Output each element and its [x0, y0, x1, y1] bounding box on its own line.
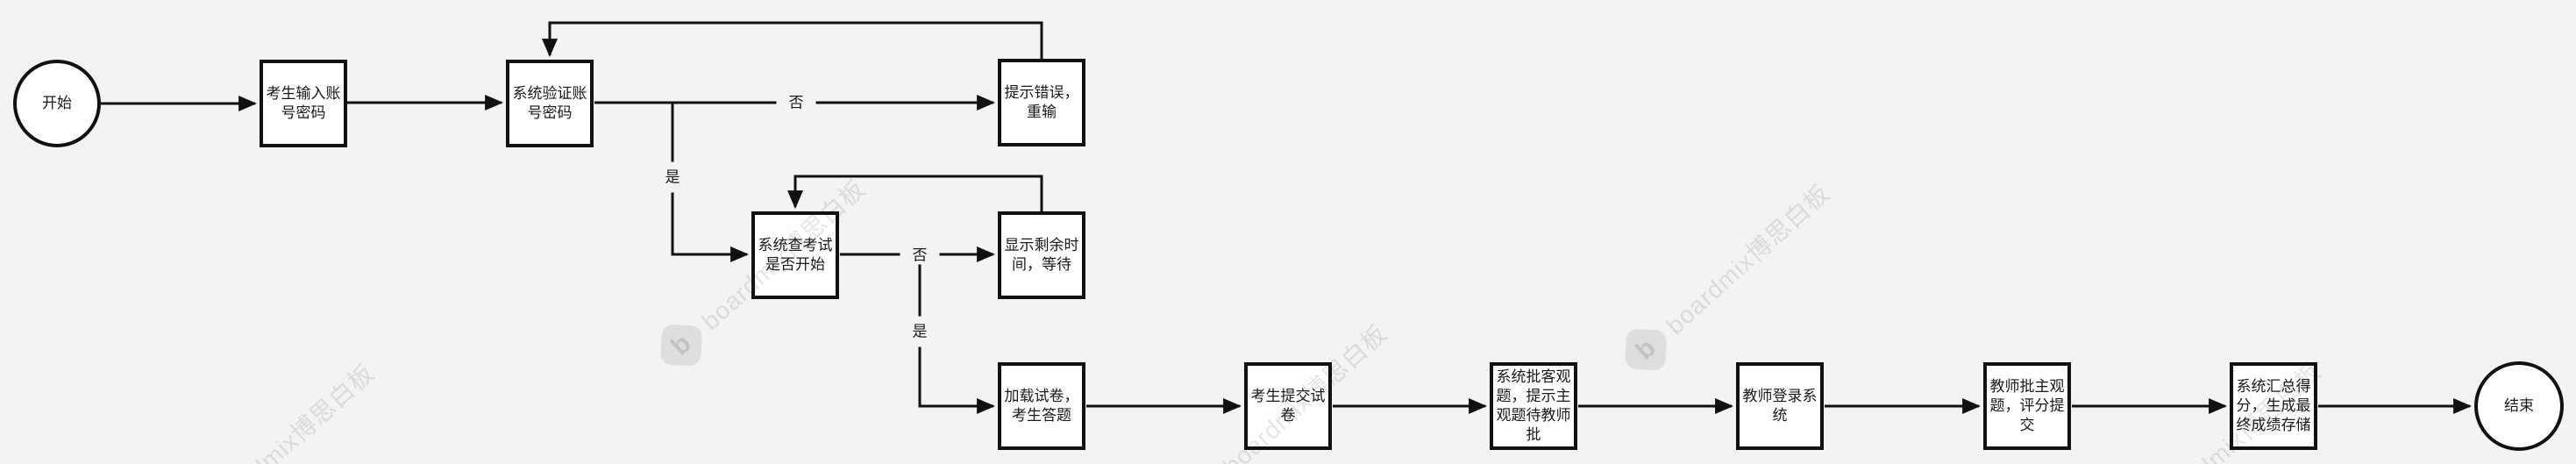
node-show-remaining-time[interactable]: 显示剩余时间，等待 [998, 211, 1085, 299]
node-teacher-grade[interactable]: 教师批主观题，评分提交 [1983, 362, 2071, 450]
node-auto-grade[interactable]: 系统批客观题，提示主观题待教师批 [1490, 362, 1577, 450]
edge-error-loop-to-verify[interactable] [542, 21, 1043, 59]
node-end[interactable]: 结束 [2474, 361, 2564, 451]
edge-label-started-yes[interactable]: 是 [910, 316, 929, 347]
edge-wait-loop-to-check[interactable] [787, 175, 1043, 211]
node-aggregate-score[interactable]: 系统汇总得分，生成最终成绩存储 [2230, 362, 2317, 450]
edge-label-verify-no[interactable]: 否 [776, 93, 816, 112]
edge-verify-yes-to-check[interactable] [671, 103, 750, 262]
node-check-exam-started[interactable]: 系统查考试是否开始 [751, 211, 839, 299]
node-enter-credentials[interactable]: 考生输入账号密码 [260, 60, 347, 147]
node-prompt-error[interactable]: 提示错误，重输 [998, 59, 1085, 146]
node-submit-paper[interactable]: 考生提交试卷 [1244, 362, 1332, 450]
node-teacher-login[interactable]: 教师登录系统 [1736, 362, 1824, 450]
node-verify-credentials[interactable]: 系统验证账号密码 [506, 60, 594, 147]
edge-label-started-no[interactable]: 否 [900, 246, 940, 265]
node-load-paper[interactable]: 加载试卷，考生答题 [998, 362, 1085, 450]
node-start[interactable]: 开始 [13, 60, 101, 147]
edge-check-yes-to-load[interactable] [918, 254, 996, 414]
edge-label-verify-yes[interactable]: 是 [663, 161, 682, 193]
